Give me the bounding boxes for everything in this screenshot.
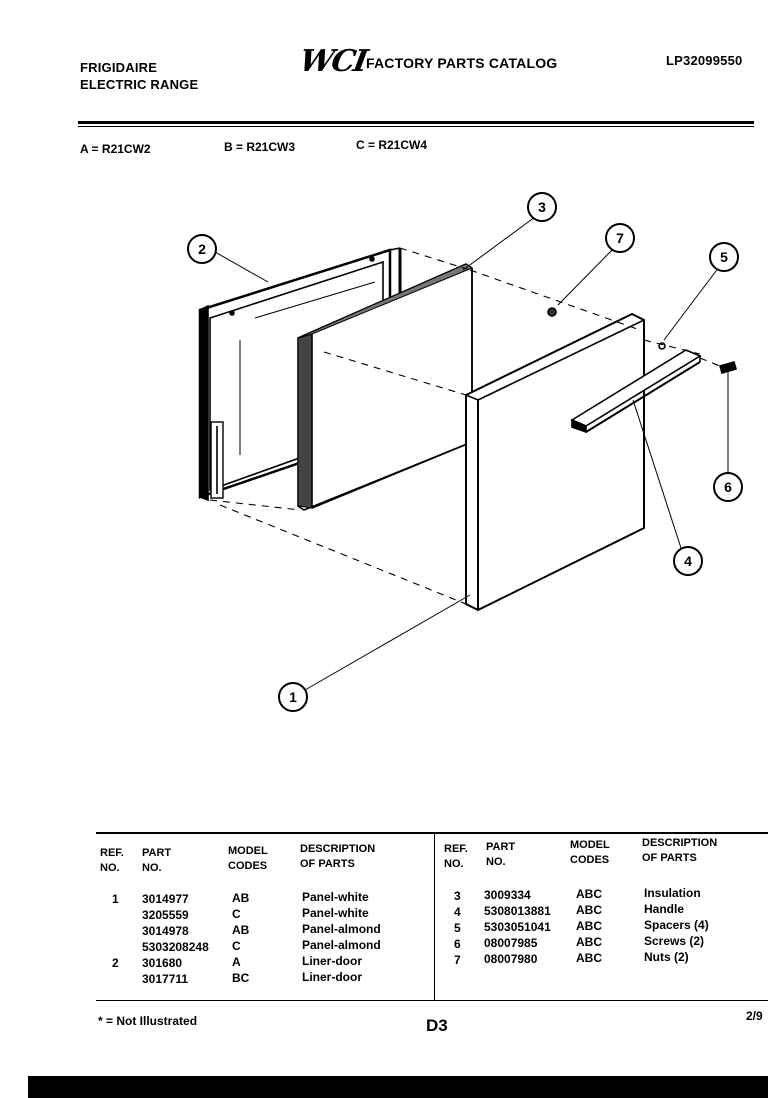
scan-bottom-edge bbox=[28, 1076, 768, 1098]
table-center-divider bbox=[434, 834, 435, 1000]
brand-name: FRIGIDAIRE bbox=[80, 60, 158, 75]
table-top-rule bbox=[96, 832, 768, 834]
outer-panel-part bbox=[465, 312, 645, 612]
callout-4-label: 4 bbox=[684, 553, 692, 569]
table-right-model-col: ABC ABC ABC ABC ABC bbox=[576, 887, 602, 965]
screw-part bbox=[719, 361, 737, 374]
header-rule-bottom bbox=[78, 126, 754, 127]
callout-6-label: 6 bbox=[724, 479, 732, 495]
callout-5-label: 5 bbox=[720, 249, 728, 265]
table-right-desc-col: Insulation Handle Spacers (4) Screws (2)… bbox=[644, 886, 709, 964]
exploded-door-diagram: 1 2 3 4 5 6 7 bbox=[187, 192, 743, 712]
not-illustrated-note: * = Not Illustrated bbox=[98, 1014, 198, 1028]
table-right-part-col: 3009334 5308013881 5303051041 08007985 0… bbox=[484, 888, 551, 966]
insulation-part bbox=[297, 263, 474, 511]
table-bottom-rule bbox=[96, 1000, 768, 1001]
header-rule-top bbox=[78, 121, 754, 124]
page-code: D3 bbox=[426, 1016, 448, 1035]
header-ref: REF.NO. bbox=[100, 847, 124, 874]
catalog-title: FACTORY PARTS CATALOG bbox=[366, 55, 558, 71]
model-b: B = R21CW3 bbox=[224, 140, 296, 154]
callout-7-label: 7 bbox=[616, 230, 624, 246]
table-right-ref-col: 3 4 5 6 7 bbox=[454, 889, 461, 967]
table-left-ref-col: 1 2 bbox=[112, 892, 119, 970]
table-left-part-col: 3014977 3205559 3014978 5303208248 30168… bbox=[142, 892, 209, 986]
nut-part bbox=[547, 307, 557, 317]
handle-part bbox=[570, 349, 702, 434]
model-c: C = R21CW4 bbox=[356, 138, 428, 152]
callout-3-label: 3 bbox=[538, 199, 546, 215]
product-type: ELECTRIC RANGE bbox=[80, 77, 199, 92]
table-left-desc-col: Panel-white Panel-white Panel-almond Pan… bbox=[302, 890, 381, 984]
header-ref-right: REF.NO. bbox=[444, 843, 468, 870]
catalog-date: 2/9 bbox=[746, 1009, 763, 1023]
model-a: A = R21CW2 bbox=[80, 142, 151, 156]
callout-1-label: 1 bbox=[289, 689, 297, 705]
callout-2-label: 2 bbox=[198, 241, 206, 257]
catalog-number: LP32099550 bbox=[666, 53, 743, 68]
table-left-model-col: AB C AB C A BC bbox=[232, 891, 250, 985]
